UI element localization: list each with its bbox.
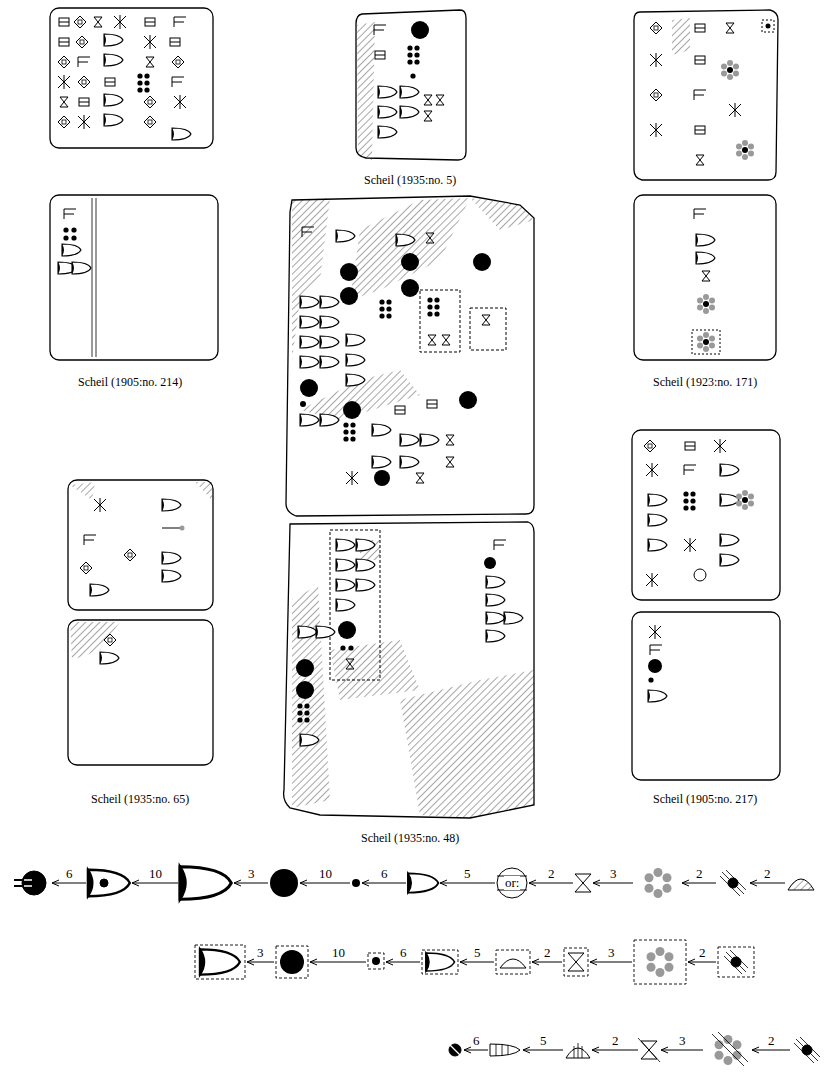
conversion-factor: 2 <box>767 1034 776 1048</box>
conversion-factor: 3 <box>678 1034 687 1048</box>
number-system-rows <box>14 867 820 1066</box>
conversion-factor: 5 <box>539 1034 548 1048</box>
conversion-factor: 6 <box>380 867 389 881</box>
conversion-factor: 2 <box>698 946 707 960</box>
conversion-factor: 3 <box>609 867 618 881</box>
conversion-factor: 10 <box>148 867 163 881</box>
tablet-outlines <box>50 8 780 818</box>
conversion-factor: 2 <box>543 946 552 960</box>
conversion-factor: 6 <box>472 1034 481 1048</box>
source-caption: Scheil (1905:no. 214) <box>77 376 183 389</box>
conversion-factor: 3 <box>607 946 616 960</box>
conversion-factor: 10 <box>331 946 346 960</box>
source-caption: Scheil (1935:no. 48) <box>360 832 460 845</box>
conversion-factor: 3 <box>256 946 265 960</box>
conversion-factor: or: <box>504 876 520 890</box>
conversion-factor: 2 <box>611 1034 620 1048</box>
conversion-factor: 5 <box>463 867 472 881</box>
damage-hatching <box>70 18 690 818</box>
conversion-factor: 2 <box>695 867 704 881</box>
proto-elamite-signs <box>58 15 774 746</box>
source-caption: Scheil (1905:no. 217) <box>652 793 758 806</box>
conversion-factor: 5 <box>473 946 482 960</box>
source-caption: Scheil (1923:no. 171) <box>652 376 758 389</box>
conversion-factor: 3 <box>247 867 256 881</box>
conversion-factor: 6 <box>399 946 408 960</box>
conversion-factor: 6 <box>65 867 74 881</box>
conversion-factor: 10 <box>318 867 333 881</box>
conversion-factor: 2 <box>547 867 556 881</box>
conversion-factor: 2 <box>763 867 772 881</box>
source-caption: Scheil (1935:no. 5) <box>363 174 457 187</box>
source-caption: Scheil (1935:no. 65) <box>90 793 190 806</box>
